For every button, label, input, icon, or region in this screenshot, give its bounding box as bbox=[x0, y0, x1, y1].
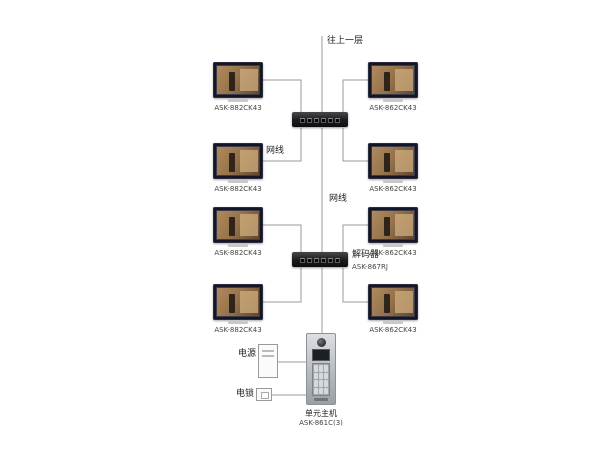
keypad-key bbox=[324, 380, 328, 387]
monitor-frame bbox=[368, 284, 418, 320]
monitor-stand bbox=[383, 321, 403, 324]
door-station-unit bbox=[306, 333, 336, 405]
electric-lock-label: 电锁 bbox=[236, 389, 255, 399]
keypad-key bbox=[314, 387, 318, 394]
screen-figure bbox=[228, 153, 236, 173]
indoor-monitor-right-1: ASK-862CK43 bbox=[368, 62, 418, 112]
port bbox=[328, 258, 333, 263]
port bbox=[335, 118, 340, 123]
door-station-model-label: ASK-861C(3) bbox=[299, 419, 343, 427]
monitor-model-label: ASK-862CK43 bbox=[369, 104, 417, 112]
monitor-model-label: ASK-882CK43 bbox=[214, 249, 262, 257]
monitor-frame bbox=[368, 207, 418, 243]
port bbox=[307, 118, 312, 123]
monitor-stand bbox=[383, 180, 403, 183]
keypad-key bbox=[314, 380, 318, 387]
monitor-screen-image bbox=[216, 210, 260, 240]
network-switch-top bbox=[292, 112, 348, 127]
to-upper-floor-label: 往上一层 bbox=[327, 36, 364, 46]
switch-ports bbox=[292, 118, 348, 123]
keypad-key bbox=[314, 372, 318, 379]
switch-ports bbox=[292, 258, 348, 263]
monitor-screen-image bbox=[371, 210, 415, 240]
network-cable-label-right: 网线 bbox=[329, 194, 348, 204]
indoor-monitor-right-4: ASK-862CK43 bbox=[368, 284, 418, 334]
screen-figure bbox=[228, 72, 236, 92]
monitor-screen-image bbox=[216, 146, 260, 176]
electric-lock-box bbox=[256, 388, 272, 401]
monitor-stand bbox=[228, 99, 248, 102]
indoor-monitor-right-2: ASK-862CK43 bbox=[368, 143, 418, 193]
monitor-frame bbox=[213, 207, 263, 243]
decoder-switch-bottom bbox=[292, 252, 348, 267]
camera-lens bbox=[316, 338, 326, 347]
monitor-screen-image bbox=[216, 287, 260, 317]
indoor-monitor-right-3: ASK-862CK43 bbox=[368, 207, 418, 257]
monitor-stand bbox=[228, 321, 248, 324]
power-supply-label: 电源 bbox=[238, 349, 257, 359]
door-station-name-label: 单元主机 bbox=[305, 409, 337, 418]
monitor-stand bbox=[383, 244, 403, 247]
monitor-stand bbox=[228, 180, 248, 183]
screen-figure bbox=[228, 217, 236, 237]
screen-figure bbox=[383, 153, 391, 173]
keypad-key bbox=[314, 365, 318, 372]
keypad-key bbox=[319, 380, 323, 387]
port bbox=[314, 118, 319, 123]
monitor-model-label: ASK-882CK43 bbox=[214, 185, 262, 193]
indoor-monitor-left-4: ASK-882CK43 bbox=[213, 284, 263, 334]
decoder-name-label: 解码器 bbox=[352, 250, 380, 260]
port bbox=[307, 258, 312, 263]
monitor-model-label: ASK-862CK43 bbox=[369, 326, 417, 334]
monitor-frame bbox=[213, 284, 263, 320]
station-display bbox=[312, 349, 330, 361]
monitor-screen-image bbox=[371, 287, 415, 317]
port bbox=[321, 118, 326, 123]
monitor-model-label: ASK-882CK43 bbox=[214, 326, 262, 334]
indoor-monitor-left-2: ASK-882CK43 bbox=[213, 143, 263, 193]
monitor-stand bbox=[383, 99, 403, 102]
port bbox=[300, 118, 305, 123]
indoor-monitor-left-1: ASK-882CK43 bbox=[213, 62, 263, 112]
port bbox=[328, 118, 333, 123]
screen-figure bbox=[383, 217, 391, 237]
monitor-screen-image bbox=[371, 146, 415, 176]
keypad-key bbox=[324, 387, 328, 394]
speaker-slot bbox=[314, 398, 328, 401]
monitor-frame bbox=[368, 62, 418, 98]
monitor-stand bbox=[228, 244, 248, 247]
power-supply-box bbox=[258, 344, 278, 378]
network-cable-label-left: 网线 bbox=[266, 146, 285, 156]
port bbox=[335, 258, 340, 263]
monitor-frame bbox=[213, 62, 263, 98]
monitor-screen-image bbox=[216, 65, 260, 95]
monitor-model-label: ASK-862CK43 bbox=[369, 249, 417, 257]
monitor-frame bbox=[213, 143, 263, 179]
screen-figure bbox=[383, 294, 391, 314]
indoor-monitor-left-3: ASK-882CK43 bbox=[213, 207, 263, 257]
decoder-model-label: ASK-867RJ bbox=[352, 263, 388, 271]
keypad-key bbox=[324, 372, 328, 379]
monitor-model-label: ASK-862CK43 bbox=[369, 185, 417, 193]
monitor-screen-image bbox=[371, 65, 415, 95]
monitor-model-label: ASK-882CK43 bbox=[214, 104, 262, 112]
port bbox=[300, 258, 305, 263]
keypad-key bbox=[319, 365, 323, 372]
monitor-frame bbox=[368, 143, 418, 179]
screen-figure bbox=[228, 294, 236, 314]
keypad-key bbox=[319, 387, 323, 394]
port bbox=[321, 258, 326, 263]
station-keypad bbox=[312, 363, 330, 396]
keypad-key bbox=[319, 372, 323, 379]
port bbox=[314, 258, 319, 263]
screen-figure bbox=[383, 72, 391, 92]
keypad-key bbox=[324, 365, 328, 372]
